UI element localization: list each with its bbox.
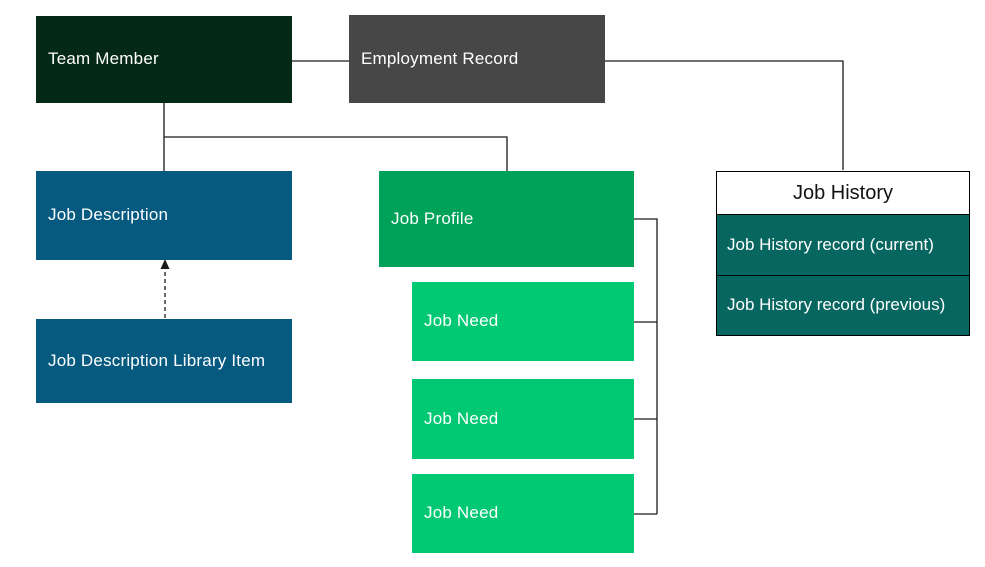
node-job-need-2-label: Job Need <box>424 408 499 428</box>
edge-teammember-jobprofile <box>164 136 508 171</box>
node-job-history: Job History Job History record (current)… <box>716 171 970 336</box>
node-employment-record-label: Employment Record <box>361 48 519 68</box>
node-job-need-2: Job Need <box>412 379 634 459</box>
node-job-need-3: Job Need <box>412 474 634 553</box>
node-team-member: Team Member <box>36 16 292 103</box>
node-job-description-library-item-label: Job Description Library Item <box>48 350 266 370</box>
node-job-need-1: Job Need <box>412 282 634 361</box>
node-job-profile-label: Job Profile <box>391 208 474 228</box>
node-job-profile: Job Profile <box>379 171 634 267</box>
job-history-row-current: Job History record (current) <box>717 215 969 275</box>
job-history-header: Job History <box>717 172 969 215</box>
node-job-description-library-item: Job Description Library Item <box>36 319 292 403</box>
arrowhead-up-icon <box>160 259 170 269</box>
edge-jobprofile-jobneeds <box>634 218 658 515</box>
job-history-row-previous: Job History record (previous) <box>717 275 969 335</box>
job-history-title: Job History <box>792 181 894 204</box>
node-job-need-3-label: Job Need <box>424 503 499 523</box>
node-employment-record: Employment Record <box>349 15 605 103</box>
job-history-row-current-label: Job History record (current) <box>727 234 934 254</box>
node-job-need-1-label: Job Need <box>424 311 499 331</box>
edge-employmentrecord-jobhistory <box>605 60 844 170</box>
node-team-member-label: Team Member <box>48 49 159 69</box>
job-history-row-previous-label: Job History record (previous) <box>727 295 946 315</box>
node-job-description: Job Description <box>36 171 292 260</box>
node-job-description-label: Job Description <box>48 205 169 225</box>
